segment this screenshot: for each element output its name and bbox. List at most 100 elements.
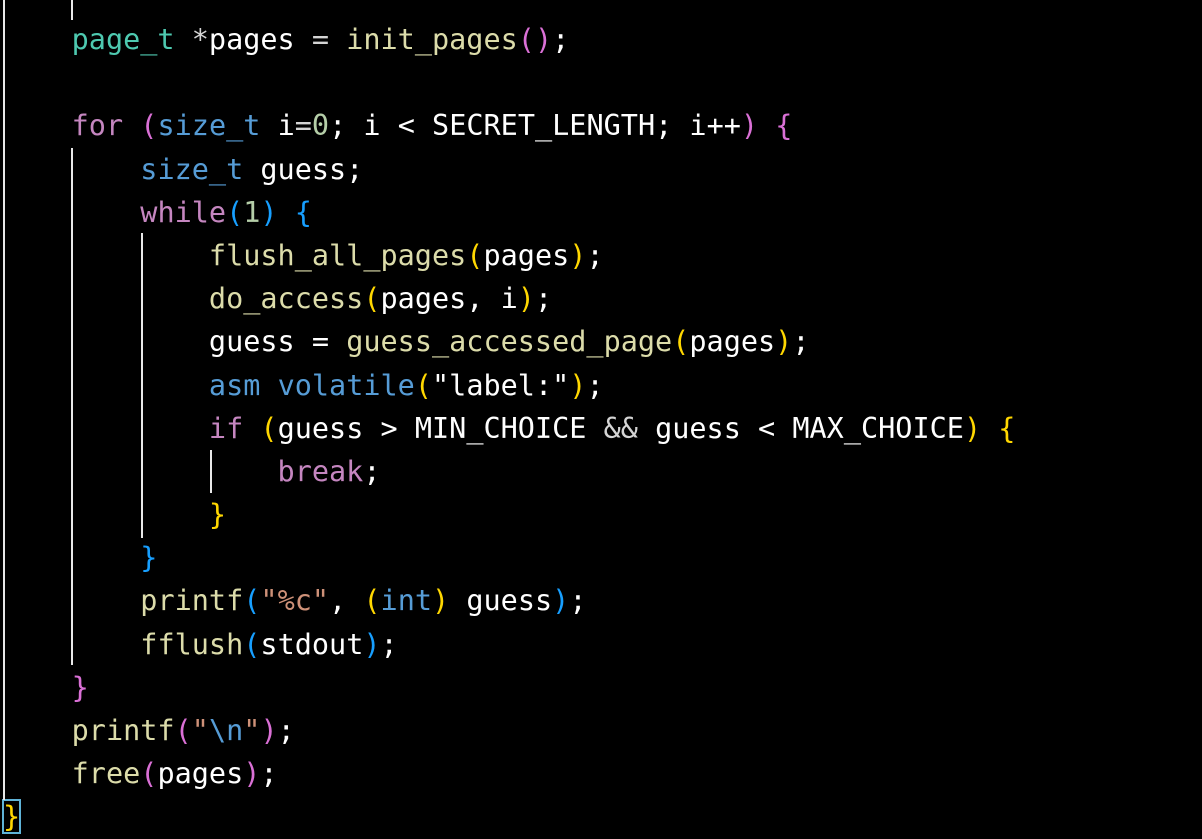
- code-token: [278, 196, 295, 229]
- code-token: ): [432, 584, 450, 618]
- indent-guide: [210, 450, 212, 493]
- code-line[interactable]: }: [3, 493, 1015, 536]
- code-token: ;: [380, 627, 398, 661]
- code-token: ;: [792, 325, 810, 359]
- code-line[interactable]: [3, 61, 1015, 104]
- code-token: ): [260, 195, 278, 229]
- code-editor[interactable]: page_t *pages = init_pages(); for (size_…: [1, 18, 1016, 839]
- code-token: (: [243, 584, 261, 618]
- code-line[interactable]: free(pages);: [3, 752, 1015, 795]
- code-token: }: [71, 670, 89, 704]
- code-line[interactable]: asm volatile("label:");: [3, 364, 1015, 407]
- code-line[interactable]: fflush(stdout);: [3, 623, 1015, 666]
- code-token: guess_accessed_page: [346, 325, 673, 359]
- code-token: {: [294, 195, 312, 229]
- code-token: ): [517, 282, 535, 316]
- code-token: 1: [243, 195, 261, 229]
- code-token: [3, 714, 72, 747]
- code-token: ": [191, 714, 209, 747]
- code-token: ,: [329, 584, 364, 618]
- code-line[interactable]: break;: [3, 450, 1015, 493]
- code-token: ;: [569, 584, 587, 618]
- code-line[interactable]: size_t guess;: [3, 148, 1015, 191]
- code-token: [3, 282, 209, 315]
- code-token: pages: [157, 757, 244, 791]
- code-token: [3, 671, 72, 704]
- code-token: stdout: [260, 627, 364, 661]
- code-token: asm: [208, 368, 261, 402]
- code-line[interactable]: flush_all_pages(pages);: [3, 234, 1015, 277]
- code-token: [3, 23, 72, 56]
- code-token: [3, 325, 209, 358]
- code-token: (: [672, 325, 690, 359]
- code-token: i: [260, 109, 295, 143]
- code-token: ": [243, 714, 261, 747]
- code-token: guess =: [208, 325, 347, 359]
- code-token: }: [140, 541, 158, 575]
- code-token: }: [208, 498, 227, 532]
- code-token: ;: [260, 757, 278, 791]
- code-line[interactable]: }: [3, 666, 1015, 709]
- code-token: (: [140, 757, 158, 791]
- code-token: ;: [363, 454, 381, 488]
- code-token: printf: [140, 584, 244, 618]
- code-token: ;: [277, 714, 295, 747]
- code-token: {: [998, 411, 1016, 445]
- code-token: ): [363, 627, 381, 661]
- code-token: pages: [483, 238, 570, 272]
- code-token: {: [775, 109, 793, 143]
- code-token: break: [277, 454, 364, 488]
- code-token: ;: [534, 282, 553, 316]
- code-token: free: [71, 757, 141, 791]
- code-token: [3, 109, 72, 142]
- code-token: size_t: [140, 152, 244, 186]
- code-token: guess > MIN_CHOICE: [277, 411, 604, 445]
- code-token: ): [569, 238, 587, 272]
- code-token: [3, 498, 209, 531]
- code-token: [3, 239, 209, 272]
- code-token: size_t: [157, 109, 261, 143]
- code-line[interactable]: }: [3, 536, 1015, 579]
- code-token: (: [363, 584, 381, 618]
- code-token: do_access: [208, 282, 364, 316]
- code-token: fflush: [140, 627, 244, 661]
- indent-guide: [3, 0, 5, 800]
- code-token: "%c": [260, 584, 330, 618]
- code-token: pages, i: [380, 282, 518, 316]
- code-line[interactable]: printf("\n");: [3, 709, 1015, 752]
- code-line[interactable]: }: [1, 795, 1015, 838]
- code-token: "label:": [432, 368, 570, 402]
- code-token: ): [569, 368, 587, 402]
- code-line[interactable]: do_access(pages, i);: [3, 277, 1015, 320]
- code-token: init_pages: [346, 23, 518, 56]
- code-token: 0: [311, 109, 330, 143]
- code-token: \n: [208, 714, 244, 747]
- code-token: ): [775, 325, 793, 359]
- code-token: pages: [208, 23, 295, 56]
- code-token: [3, 412, 209, 445]
- code-line[interactable]: page_t *pages = init_pages();: [3, 18, 1015, 61]
- code-line[interactable]: guess = guess_accessed_page(pages);: [3, 320, 1015, 363]
- code-token: }: [1, 799, 22, 835]
- code-token: &&: [603, 411, 638, 445]
- code-token: (: [226, 195, 244, 229]
- code-line[interactable]: while(1) {: [3, 191, 1015, 234]
- code-token: ;: [552, 23, 570, 56]
- code-token: guess;: [243, 152, 364, 186]
- code-token: if: [208, 411, 244, 445]
- code-token: ): [243, 757, 261, 791]
- code-token: int: [380, 584, 433, 618]
- code-token: (: [260, 411, 278, 445]
- code-token: ;: [586, 238, 604, 272]
- code-token: (: [363, 282, 381, 316]
- code-line[interactable]: if (guess > MIN_CHOICE && guess < MAX_CH…: [3, 407, 1016, 450]
- code-token: (: [414, 368, 433, 402]
- code-token: page_t: [71, 23, 175, 56]
- code-token: *: [174, 23, 209, 56]
- code-token: pages: [689, 325, 776, 359]
- code-line[interactable]: printf("%c", (int) guess);: [3, 579, 1015, 622]
- code-token: (): [517, 23, 553, 56]
- code-token: (: [466, 238, 484, 272]
- code-token: [758, 109, 775, 142]
- code-line[interactable]: for (size_t i=0; i < SECRET_LENGTH; i++)…: [3, 104, 1015, 147]
